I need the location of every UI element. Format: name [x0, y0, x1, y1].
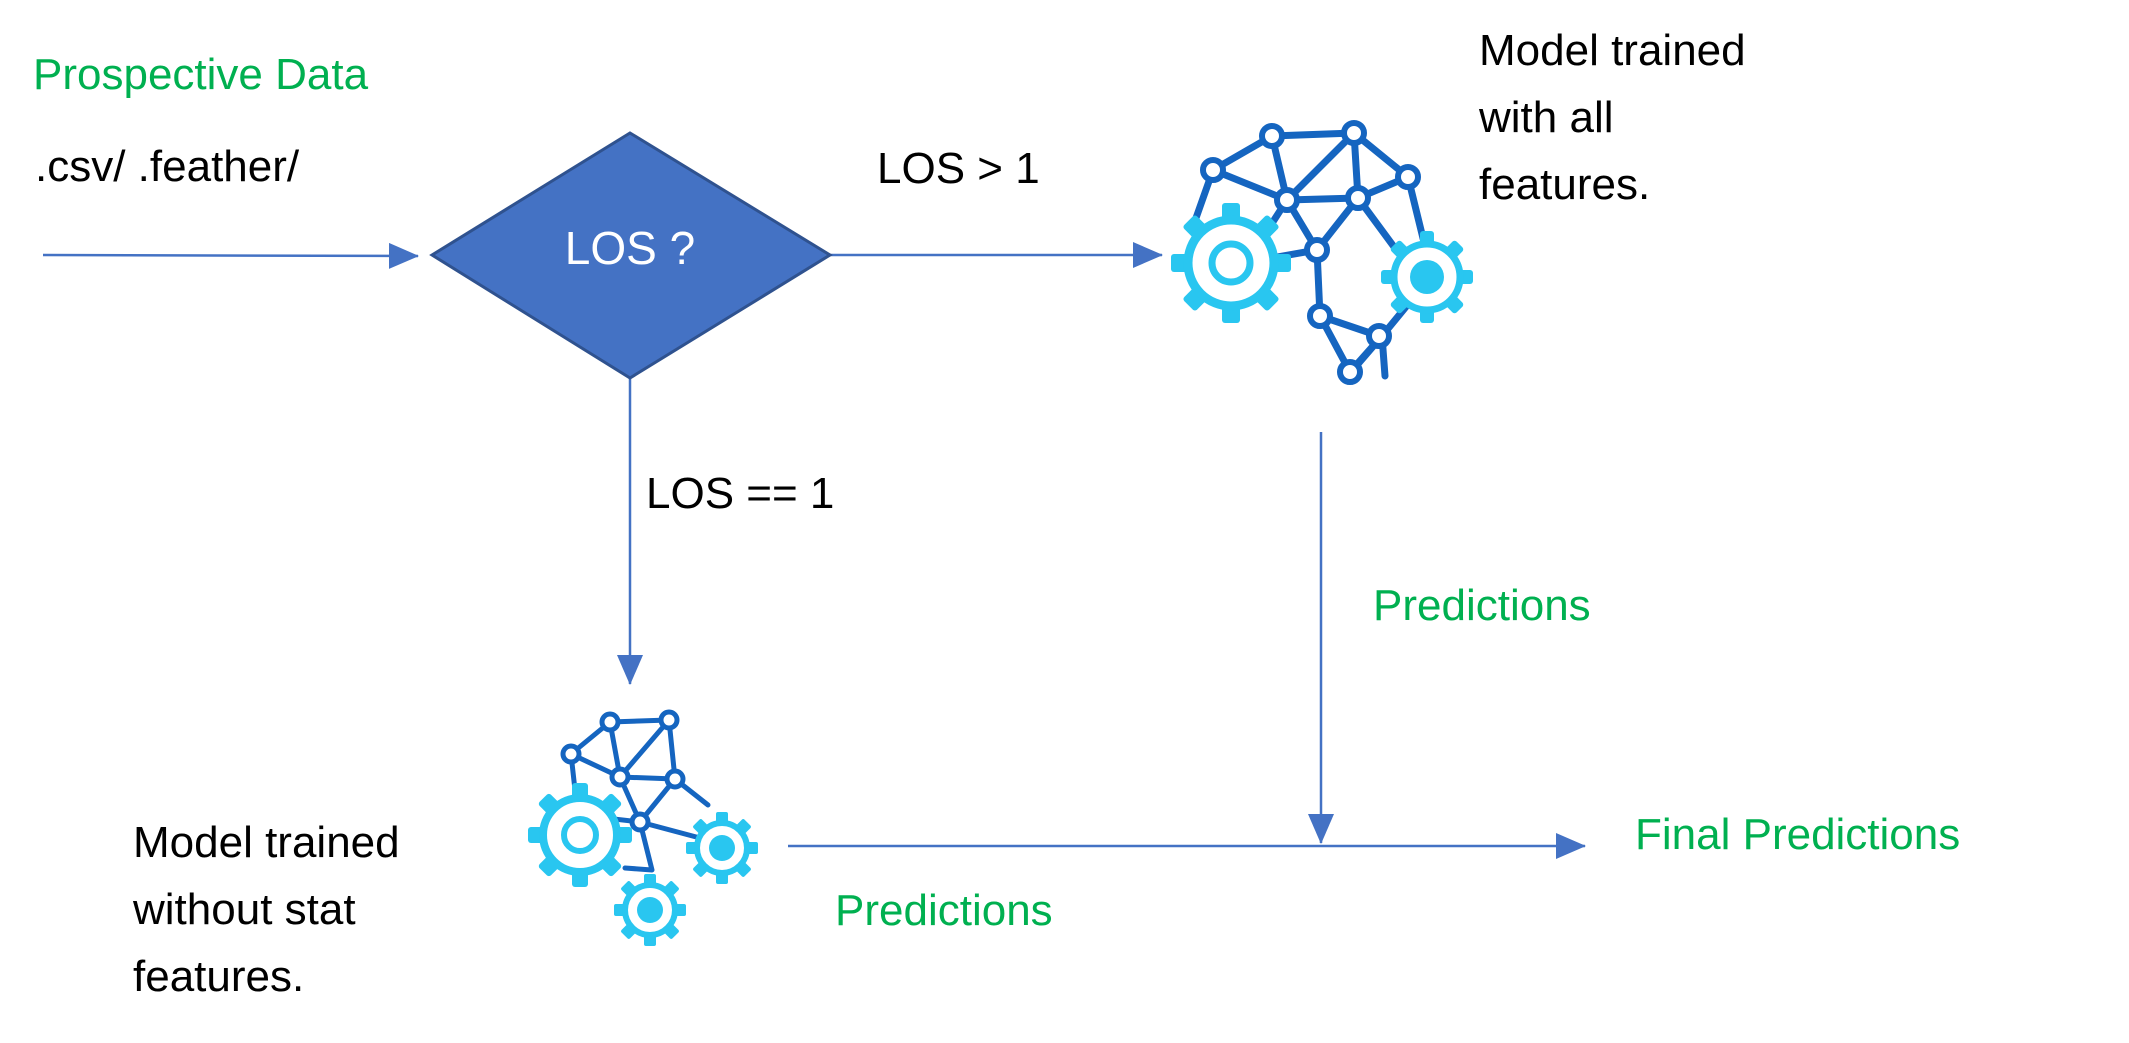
- model-all-features-line-1: Model trained: [1479, 26, 1746, 75]
- model-no-stat-line-1: Model trained: [133, 818, 400, 867]
- los-gt-1-label: LOS > 1: [877, 144, 1040, 193]
- model-all-features-line-2: with all: [1479, 93, 1614, 142]
- network-gears-icon: [528, 709, 758, 946]
- file-formats-label: .csv/ .feather/: [35, 142, 300, 191]
- model-all-features-line-3: features.: [1479, 160, 1651, 209]
- brain-network-gears-icon: [1171, 120, 1473, 385]
- los-eq-1-label: LOS == 1: [646, 469, 835, 518]
- los-decision-diamond: [429, 131, 833, 380]
- final-predictions-label: Final Predictions: [1635, 810, 1961, 859]
- input-arrow: [42, 242, 419, 269]
- decision-label: LOS ?: [564, 222, 696, 274]
- model-no-stat-line-2: without stat: [133, 885, 356, 934]
- prospective-data-label: Prospective Data: [33, 50, 369, 99]
- predictions-right-label: Predictions: [1373, 581, 1591, 630]
- predictions-bottom-label: Predictions: [835, 886, 1053, 935]
- model-no-stat-line-3: features.: [133, 952, 305, 1001]
